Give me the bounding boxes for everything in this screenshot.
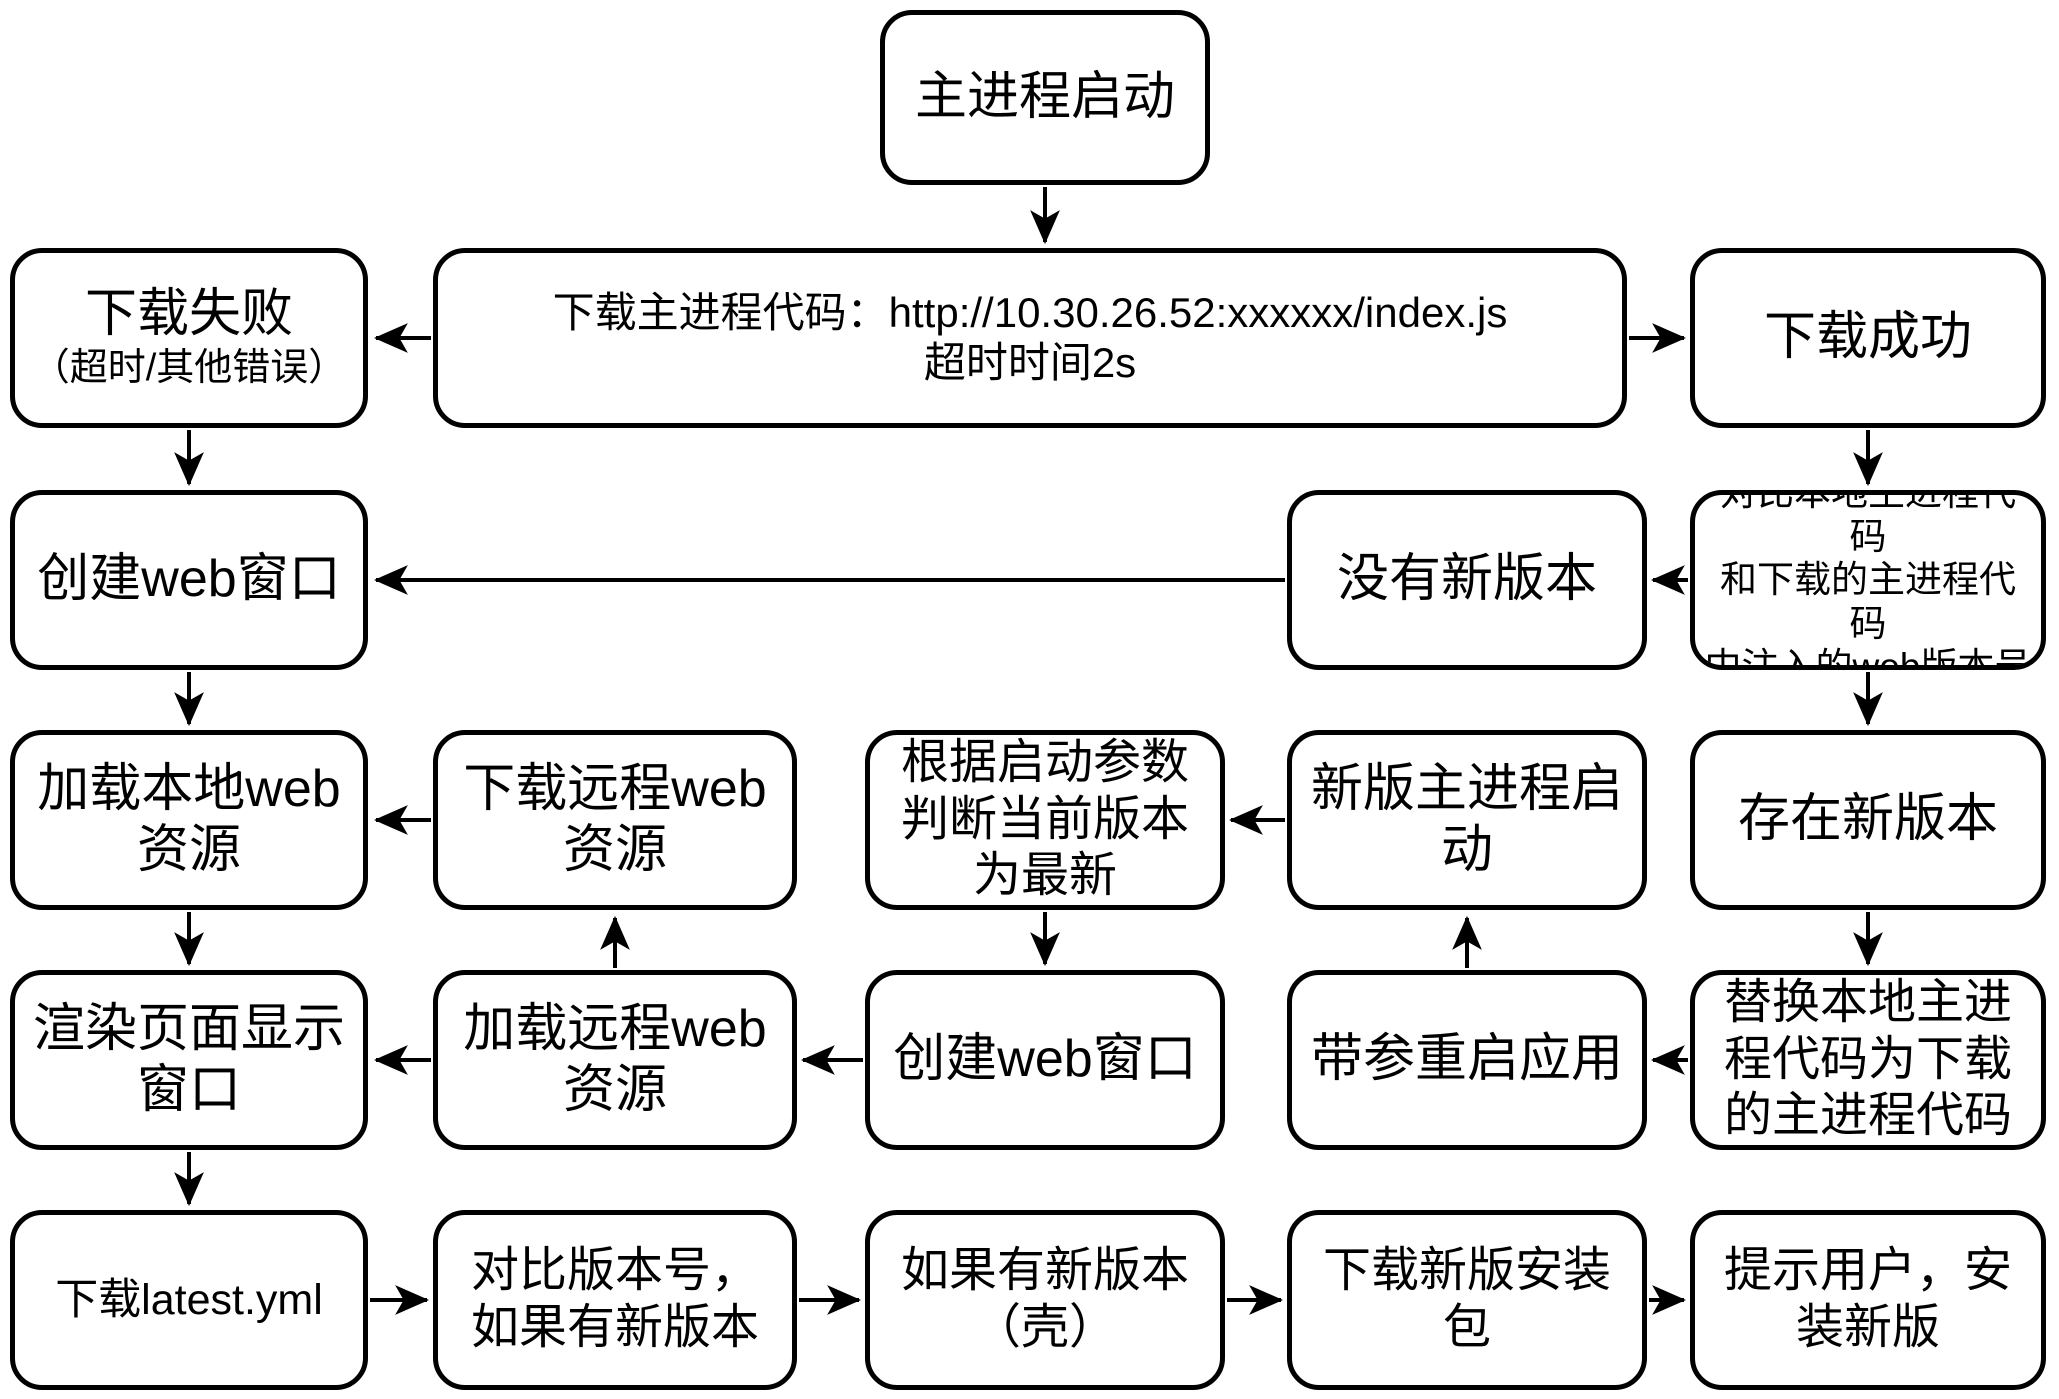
node-label: 下载latest.yml xyxy=(55,1275,323,1324)
node-main-process-start: 主进程启动 xyxy=(880,10,1210,185)
node-label: 如果有新版本 （壳） xyxy=(900,1244,1189,1354)
node-label: 创建web窗口 xyxy=(893,1030,1197,1089)
node-label: 存在新版本 xyxy=(1737,790,1998,849)
node-sublabel: （超时/其他错误） xyxy=(31,346,347,389)
node-load-remote-web-assets: 加载远程web 资源 xyxy=(433,970,797,1150)
node-label: 提示用户，安 装新版 xyxy=(1723,1244,2012,1354)
node-download-main-code: 下载主进程代码：http://10.30.26.52:xxxxxx/index.… xyxy=(433,248,1627,428)
node-label: 下载新版安装 包 xyxy=(1322,1244,1611,1354)
node-label: 根据启动参数 判断当前版本 为最新 xyxy=(900,736,1189,903)
node-if-new-version-shell: 如果有新版本 （壳） xyxy=(865,1210,1225,1390)
node-label: 创建web窗口 xyxy=(37,550,341,609)
node-download-latest-yml: 下载latest.yml xyxy=(10,1210,368,1390)
node-download-new-installer: 下载新版安装 包 xyxy=(1287,1210,1647,1390)
node-label: 渲染页面显示 窗口 xyxy=(32,999,345,1119)
node-label: 下载远程web 资源 xyxy=(463,759,767,879)
node-restart-with-args: 带参重启应用 xyxy=(1287,970,1647,1150)
node-label: 替换本地主进 程代码为下载 的主进程代码 xyxy=(1723,976,2012,1143)
node-no-new-version: 没有新版本 xyxy=(1287,490,1647,670)
node-render-page-window: 渲染页面显示 窗口 xyxy=(10,970,368,1150)
node-download-failed: 下载失败 （超时/其他错误） xyxy=(10,248,368,428)
node-new-version-exists: 存在新版本 xyxy=(1690,730,2046,910)
node-label: 下载主进程代码：http://10.30.26.52:xxxxxx/index.… xyxy=(552,289,1508,386)
node-label: 带参重启应用 xyxy=(1310,1030,1623,1089)
node-label: 主进程启动 xyxy=(914,67,1175,126)
node-replace-local-main-code: 替换本地主进 程代码为下载 的主进程代码 xyxy=(1690,970,2046,1150)
node-prompt-user-install: 提示用户，安 装新版 xyxy=(1690,1210,2046,1390)
node-judge-current-latest: 根据启动参数 判断当前版本 为最新 xyxy=(865,730,1225,910)
node-label: 下载成功 xyxy=(1763,308,1972,367)
node-load-local-web-assets: 加载本地web 资源 xyxy=(10,730,368,910)
node-label: 加载远程web 资源 xyxy=(463,999,767,1119)
node-label: 对比本地主进程代码 和下载的主进程代码 中注入的web版本号 xyxy=(1704,490,2032,670)
node-create-web-window-1: 创建web窗口 xyxy=(10,490,368,670)
node-label: 对比版本号， 如果有新版本 xyxy=(470,1244,759,1354)
node-create-web-window-2: 创建web窗口 xyxy=(865,970,1225,1150)
node-download-success: 下载成功 xyxy=(1690,248,2046,428)
node-label: 没有新版本 xyxy=(1336,550,1597,609)
node-label: 新版主进程启 动 xyxy=(1310,759,1623,879)
node-compare-web-version: 对比本地主进程代码 和下载的主进程代码 中注入的web版本号 xyxy=(1690,490,2046,670)
node-label: 下载失败 xyxy=(84,284,293,343)
node-new-main-process-start: 新版主进程启 动 xyxy=(1287,730,1647,910)
node-download-remote-web-assets: 下载远程web 资源 xyxy=(433,730,797,910)
node-label: 加载本地web 资源 xyxy=(37,759,341,879)
node-compare-version-number: 对比版本号， 如果有新版本 xyxy=(433,1210,797,1390)
